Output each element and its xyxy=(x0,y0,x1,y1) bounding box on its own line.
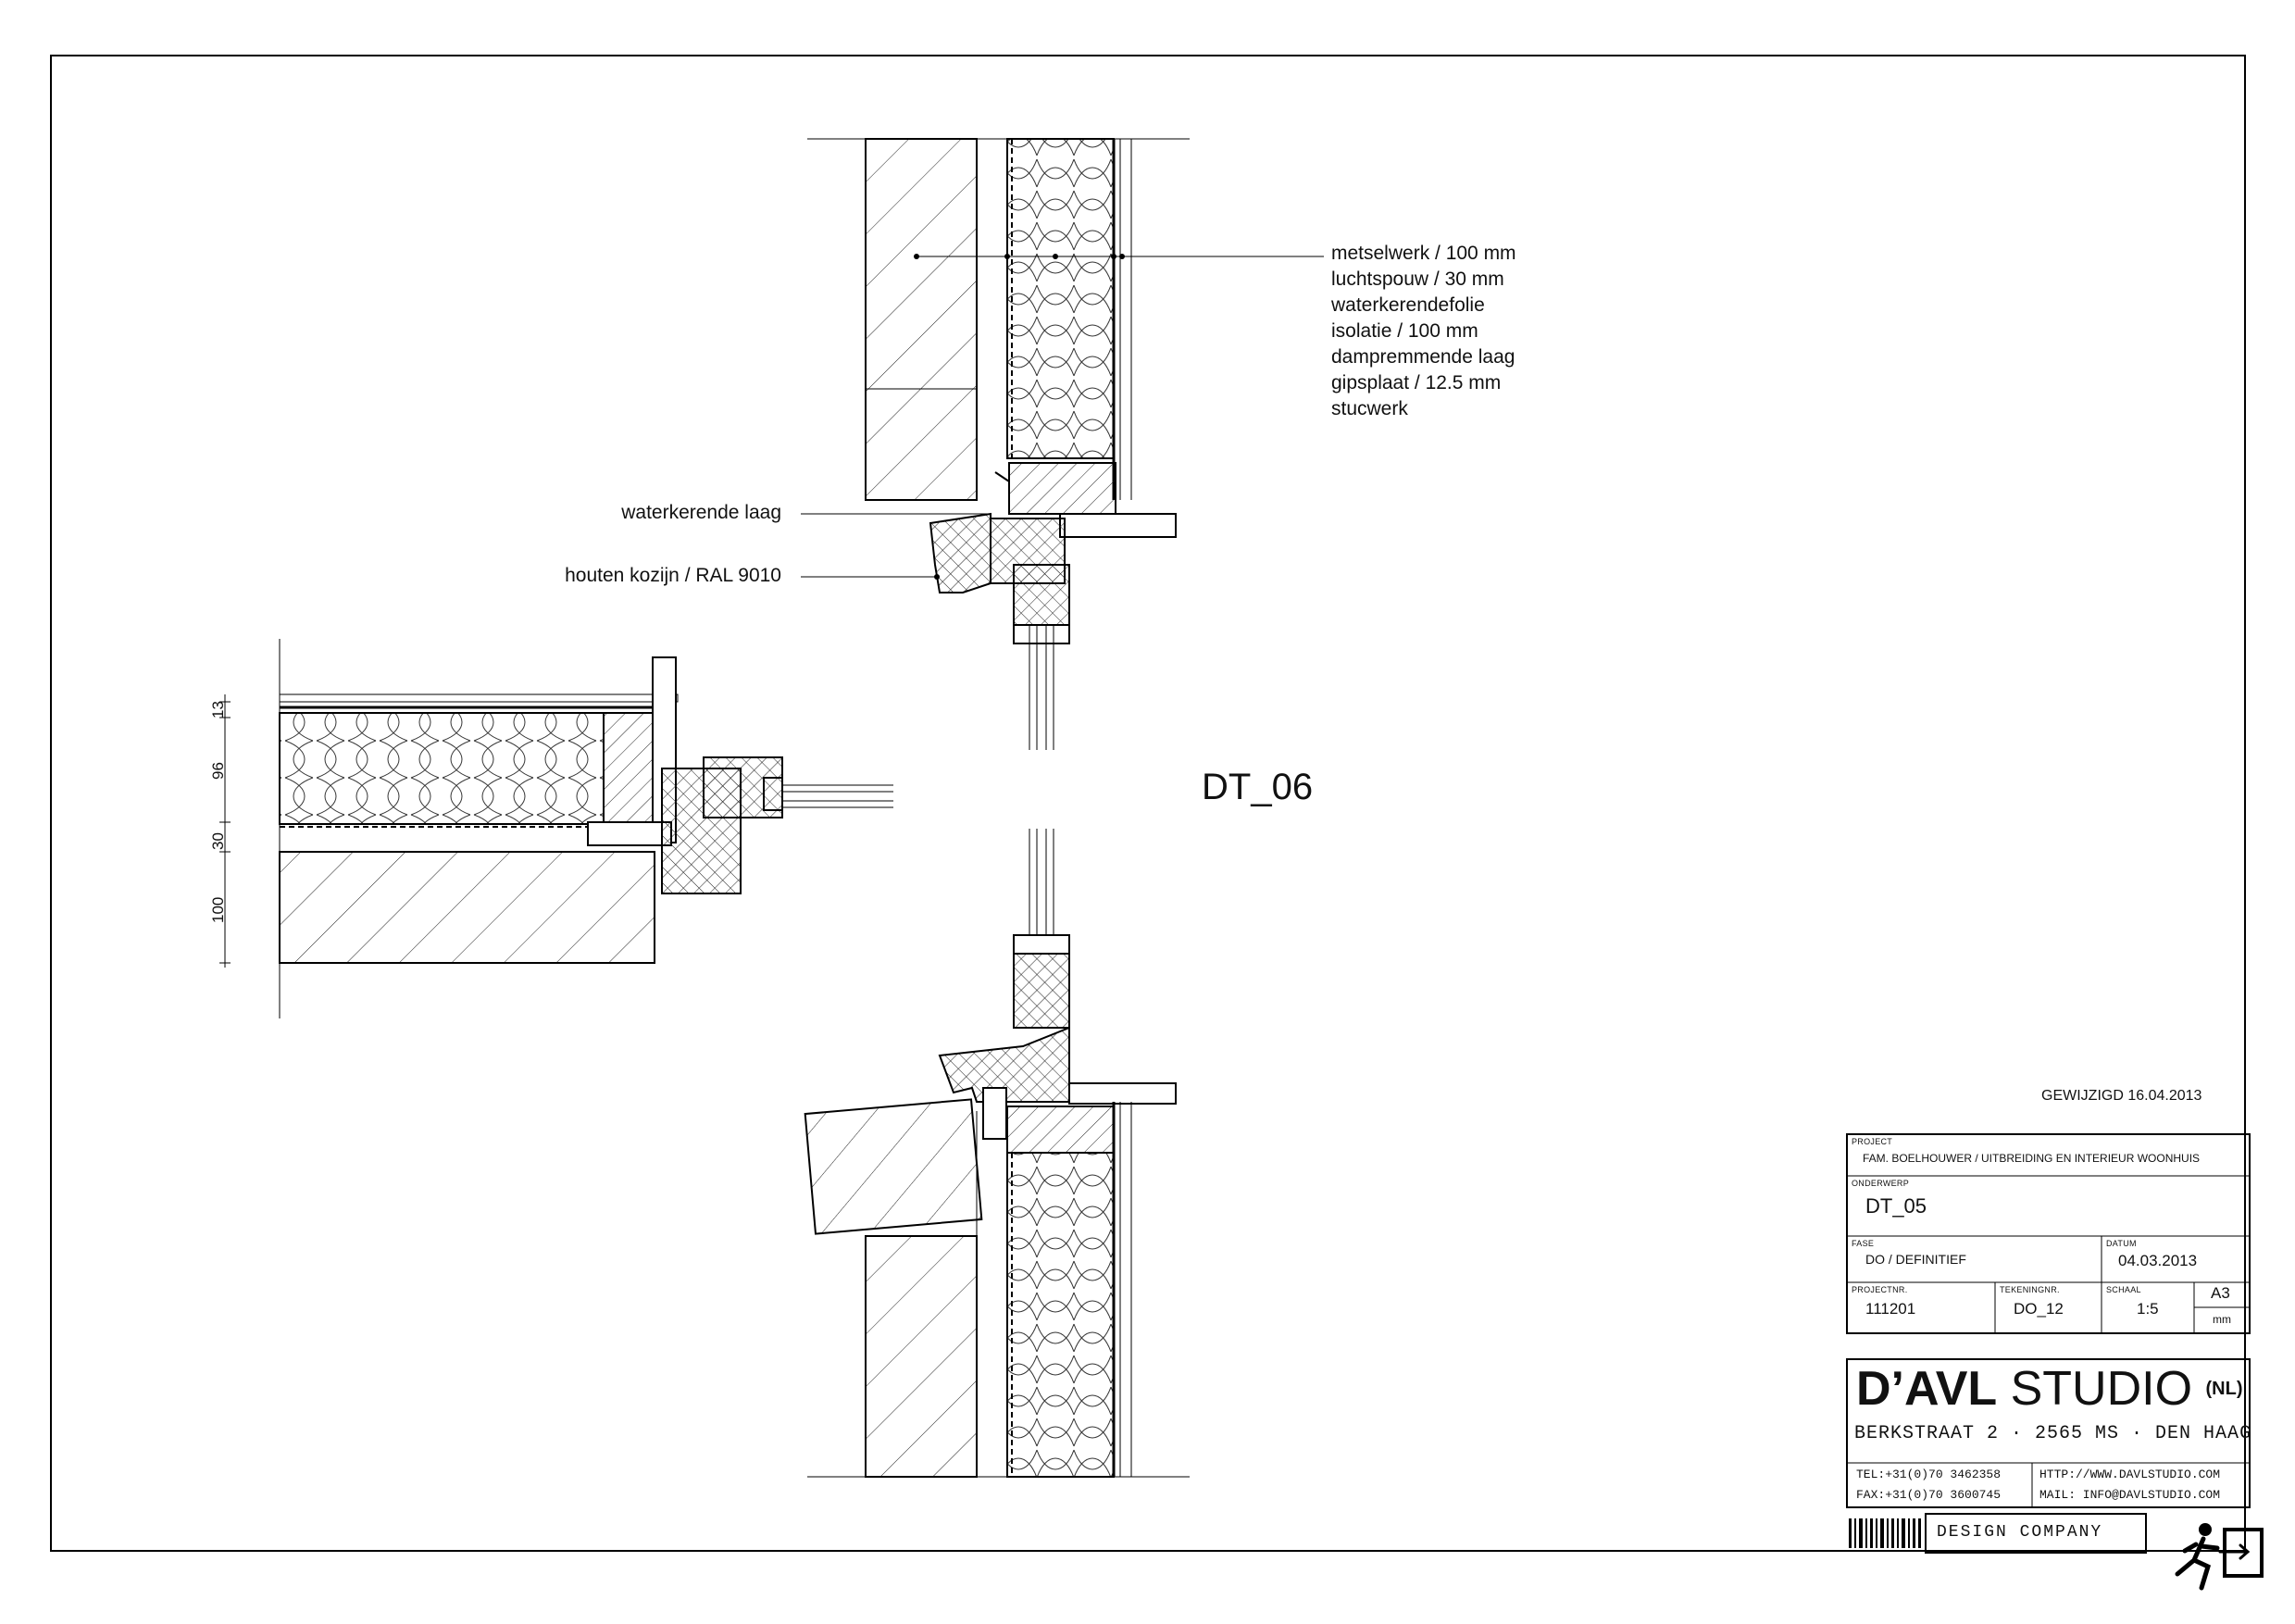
barcode-icon xyxy=(1849,1518,1921,1548)
layer-label: waterkerendefolie xyxy=(1331,294,1485,316)
layer-label: metselwerk / 100 mm xyxy=(1331,243,1516,264)
studio-address: BERKSTRAAT 2 · 2565 MS · DEN HAAG xyxy=(1854,1423,2252,1444)
studio-tagline: DESIGN COMPANY xyxy=(1937,1523,2103,1542)
layer-label: isolatie / 100 mm xyxy=(1331,320,1478,342)
phase-label: FASE xyxy=(1852,1239,1875,1248)
jamb-section xyxy=(219,639,893,1018)
dimension-label: 100 xyxy=(209,896,227,923)
dimension-label: 13 xyxy=(209,701,227,718)
subject-value: DT_05 xyxy=(1865,1194,1927,1218)
drawnr-value: DO_12 xyxy=(2014,1300,2064,1318)
callout-waterkerende-laag: waterkerende laag xyxy=(621,502,781,523)
projnr-label: PROJECTNR. xyxy=(1852,1285,1908,1294)
project-label: PROJECT xyxy=(1852,1137,1893,1146)
modified-date: GEWIJZIGD 16.04.2013 xyxy=(2041,1088,2202,1104)
studio-fax: FAX:+31(0)70 3600745 xyxy=(1856,1488,2002,1502)
layer-label: dampremmende laag xyxy=(1331,346,1515,368)
studio-tel: TEL:+31(0)70 3462358 xyxy=(1856,1468,2002,1481)
studio-name-bold: D’AVL xyxy=(1856,1362,1998,1416)
sill-section xyxy=(804,829,1190,1478)
drawnr-label: TEKENINGNR. xyxy=(2000,1285,2060,1294)
studio-logo: D’AVL STUDIO (NL) xyxy=(1856,1361,2242,1417)
callout-houten-kozijn: houten kozijn / RAL 9010 xyxy=(565,565,781,586)
layer-label: luchtspouw / 30 mm xyxy=(1331,269,1504,290)
layer-label: gipsplaat / 12.5 mm xyxy=(1331,372,1502,394)
studio-web-link[interactable]: HTTP://WWW.DAVLSTUDIO.COM xyxy=(2039,1468,2221,1481)
scale-label: SCHAAL xyxy=(2106,1285,2141,1294)
detail-title: DT_06 xyxy=(1202,767,1314,807)
project-name: FAM. BOELHOUWER / UITBREIDING EN INTERIE… xyxy=(1863,1152,2201,1165)
phase-value: DO / DEFINITIEF xyxy=(1865,1252,1966,1267)
studio-name-light: STUDIO xyxy=(2010,1362,2193,1416)
dimension-label: 96 xyxy=(209,762,227,780)
subject-label: ONDERWERP xyxy=(1852,1179,1910,1188)
wall-layer-list: metselwerk / 100 mm luchtspouw / 30 mm w… xyxy=(1331,241,1516,422)
studio-country: (NL) xyxy=(2205,1379,2243,1399)
layer-label: stucwerk xyxy=(1331,398,1408,419)
unit-value: mm xyxy=(2213,1313,2231,1326)
sheet-border xyxy=(50,55,2246,1552)
exit-runner-icon xyxy=(2175,1523,2264,1591)
paper-size: A3 xyxy=(2211,1284,2230,1302)
date-label: DATUM xyxy=(2106,1239,2137,1248)
scale-value: 1:5 xyxy=(2137,1300,2159,1318)
studio-mail-link[interactable]: MAIL: INFO@DAVLSTUDIO.COM xyxy=(2039,1488,2221,1502)
title-block-frame xyxy=(1846,1133,2251,1554)
dimension-label: 30 xyxy=(209,832,227,850)
projnr-value: 111201 xyxy=(1865,1300,1916,1318)
date-value: 04.03.2013 xyxy=(2118,1252,2198,1269)
head-section xyxy=(801,138,1324,750)
